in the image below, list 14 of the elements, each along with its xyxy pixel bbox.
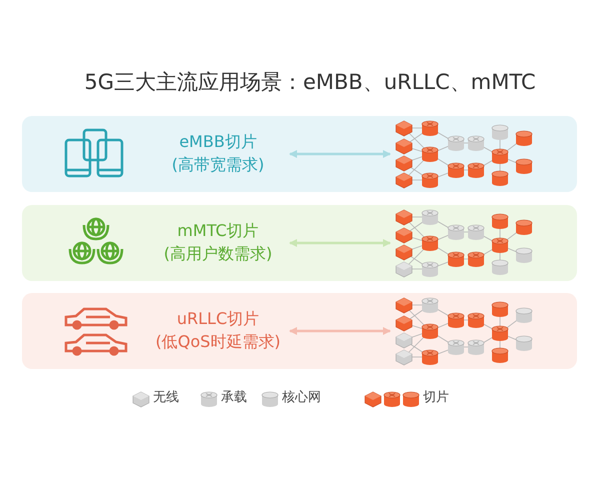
legend-label: 承载 xyxy=(221,389,247,406)
legend-label: 核心网 xyxy=(282,389,321,406)
double-arrow xyxy=(289,150,391,158)
double-arrow xyxy=(289,239,391,247)
legend-label: 切片 xyxy=(423,389,449,406)
band-panel xyxy=(22,293,577,369)
band-panel xyxy=(22,205,577,281)
band-panel xyxy=(22,116,577,192)
slice-label: uRLLC切片 (低QoS时延需求) xyxy=(154,308,282,353)
slice-label: mMTC切片 (高用户数需求) xyxy=(162,220,274,265)
slice-label: eMBB切片 (高带宽需求) xyxy=(170,131,266,176)
title: 5G三大主流应用场景：eMBB、uRLLC、mMTC xyxy=(83,69,537,96)
double-arrow xyxy=(289,327,391,335)
legend-label: 无线 xyxy=(153,389,179,406)
